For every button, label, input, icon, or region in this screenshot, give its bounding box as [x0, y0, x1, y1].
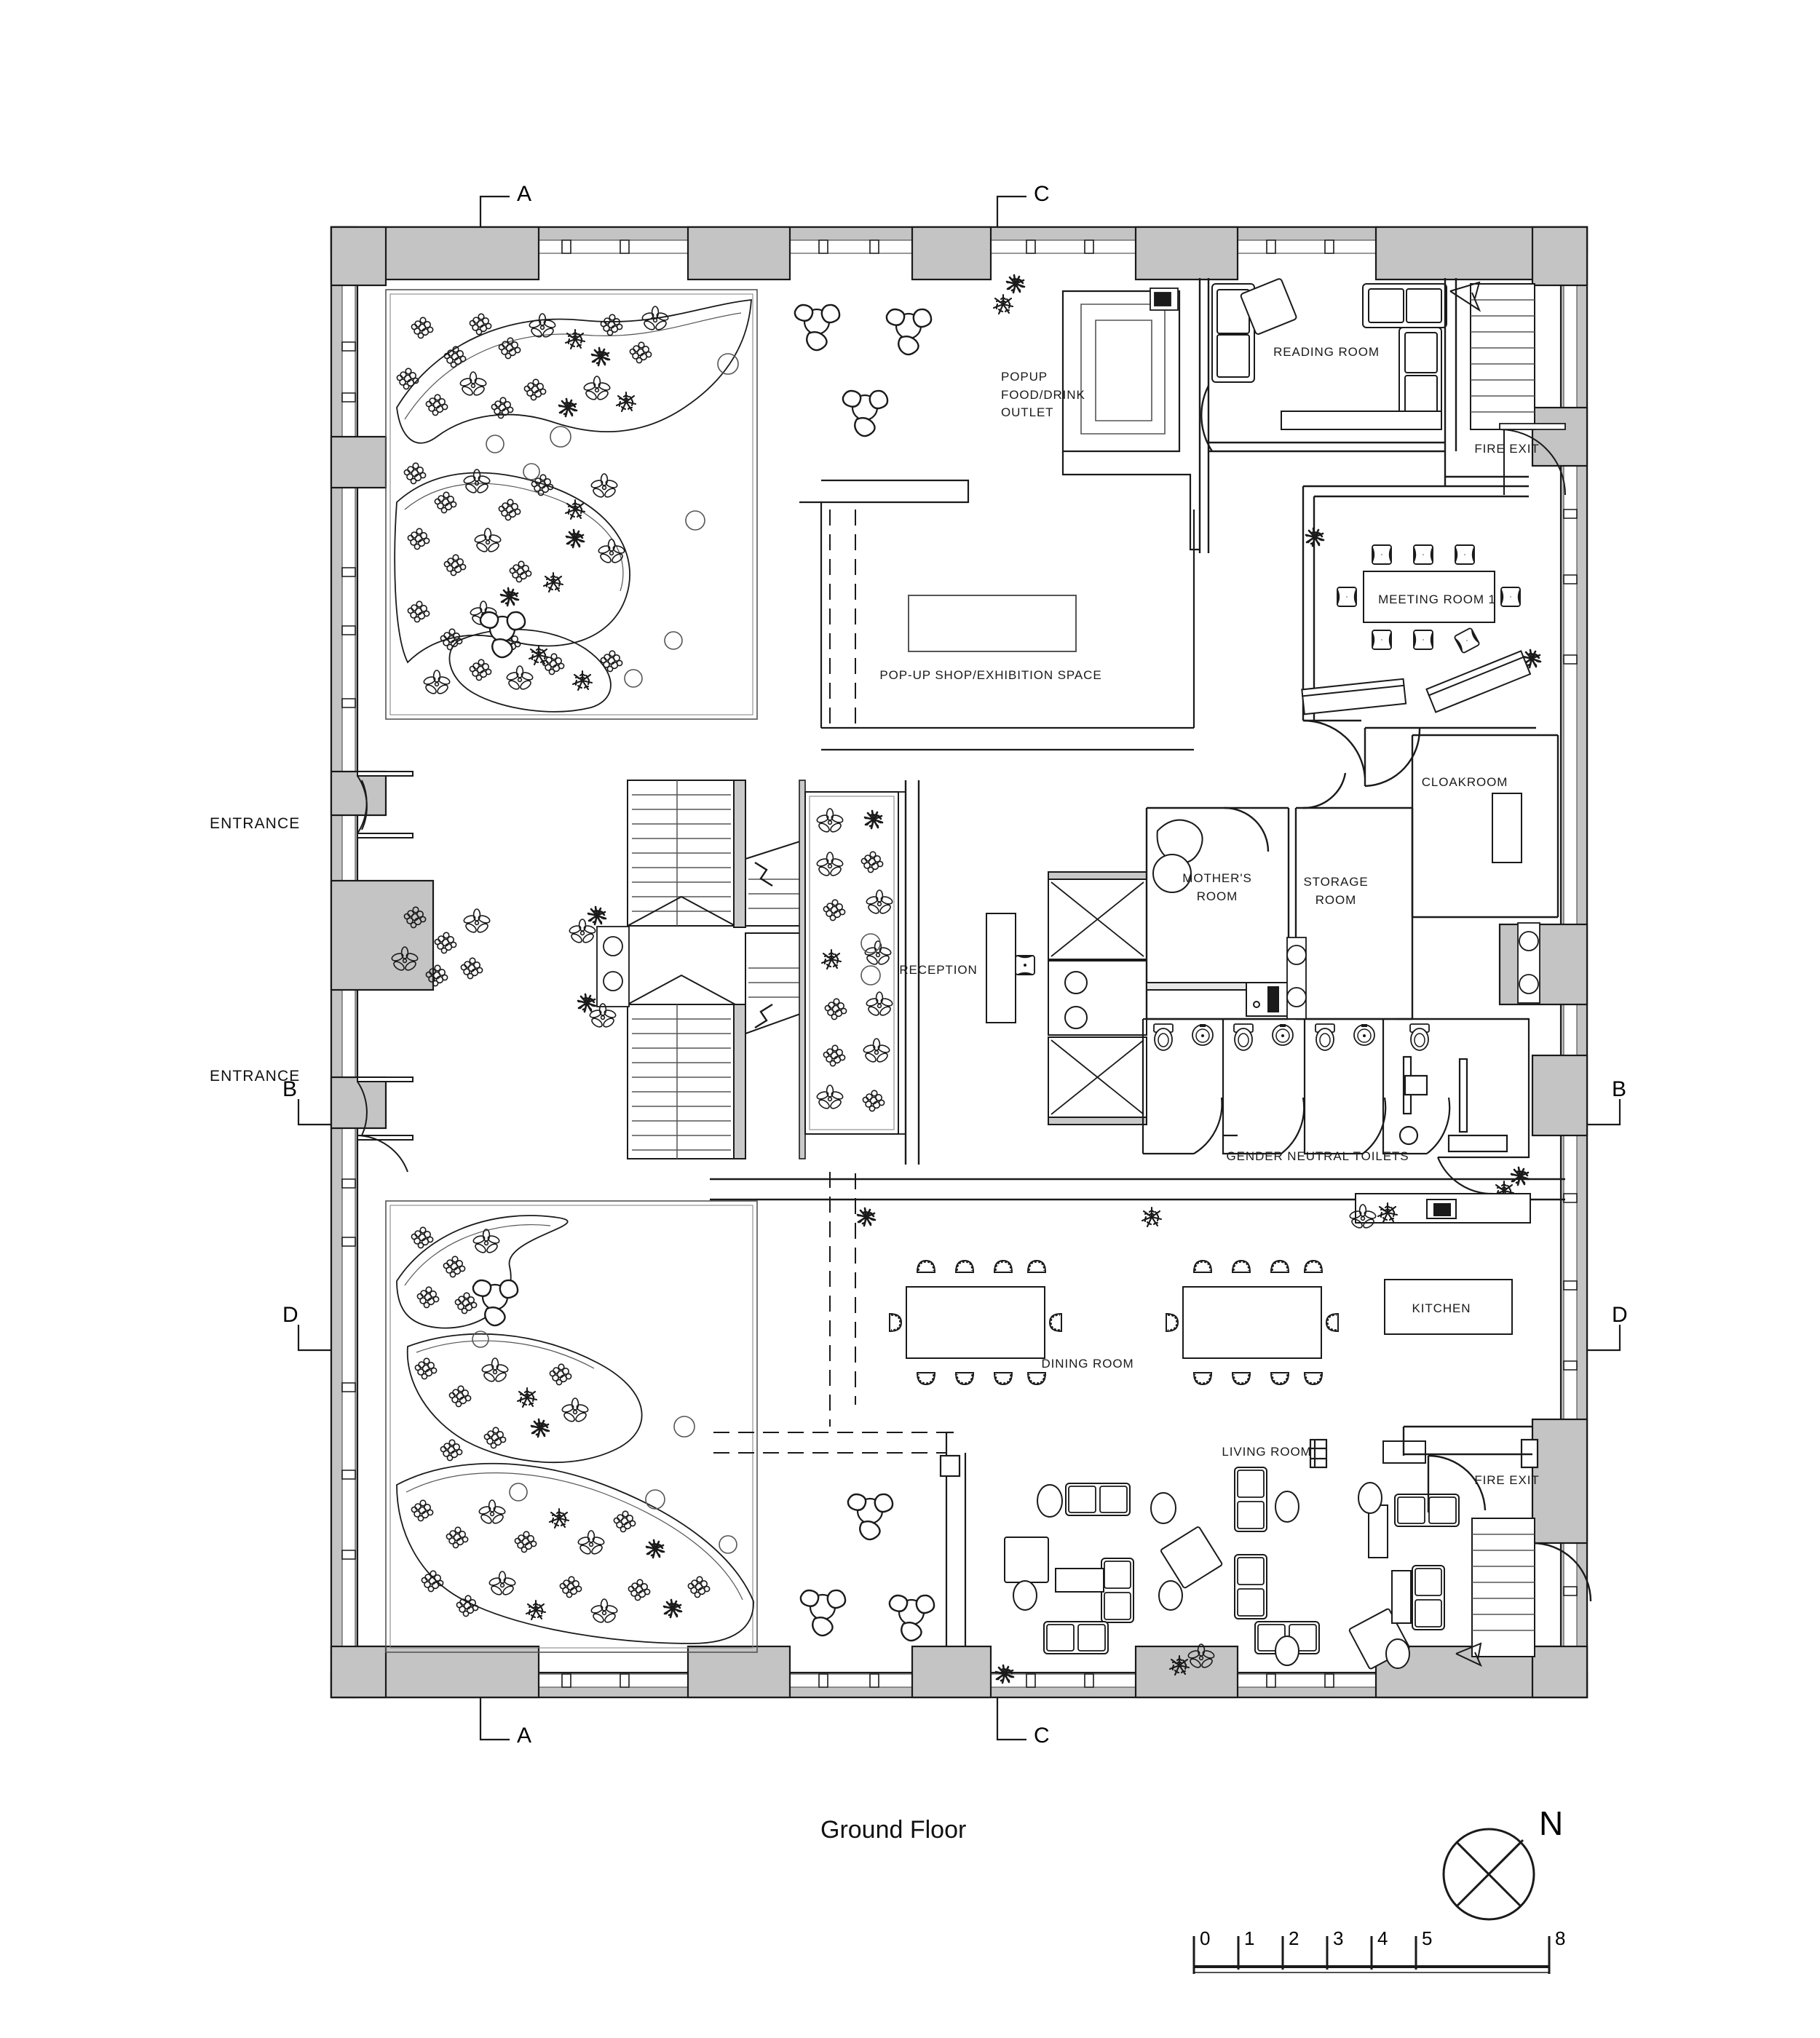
cafe-seating-bottom [799, 1493, 935, 1642]
room-label-reception: RECEPTION [899, 963, 978, 977]
sanitary-fixtures [1153, 1023, 1430, 1051]
scale-tick-5: 5 [1422, 1927, 1433, 1949]
room-label-dining-room: DINING ROOM [1041, 1357, 1134, 1371]
lift-cores [1048, 871, 1147, 1125]
section-marker-d-right: D [1612, 1303, 1628, 1327]
section-marker-b-right: B [1612, 1077, 1627, 1101]
scale-bar [1192, 1936, 1551, 1974]
section-marker-d-left: D [282, 1303, 298, 1327]
scale-tick-1: 1 [1244, 1927, 1255, 1949]
room-label-living-room: LIVING ROOM [1222, 1445, 1312, 1459]
entrance-label-upper: ENTRANCE [210, 815, 301, 832]
drawing-title: Ground Floor [820, 1816, 967, 1844]
room-label-cloakroom: CLOAKROOM [1421, 775, 1508, 789]
north-label: N [1539, 1804, 1564, 1842]
dining-room-furniture [888, 1193, 1531, 1386]
section-marker-b-left: B [282, 1077, 298, 1101]
north-compass [1442, 1828, 1535, 1921]
room-label-fire-exit-bottom: FIRE EXIT [1474, 1473, 1540, 1487]
room-label-fire-exit-top: FIRE EXIT [1474, 442, 1540, 456]
section-marker-c-top: C [1034, 182, 1050, 206]
reading-room-furniture [1211, 278, 1447, 430]
internal-partitions [710, 278, 1566, 1454]
scale-tick-0: 0 [1200, 1927, 1211, 1949]
section-marker-leaders [297, 195, 1621, 1741]
stair-bottom-right [1471, 1518, 1535, 1657]
room-label-pop-up-shop-exhibition-space: POP-UP SHOP/EXHIBITION SPACE [879, 668, 1102, 682]
garden-bed-bottom-left [385, 1200, 758, 1653]
toilet-cubicles [1142, 1018, 1529, 1155]
reception-desk [986, 913, 1036, 1023]
section-marker-a-top: A [517, 182, 532, 206]
section-marker-a-bottom: A [517, 1724, 532, 1748]
scale-tick-2: 2 [1289, 1927, 1299, 1949]
central-stair-core [568, 780, 906, 1159]
room-label-meeting-room-1: MEETING ROOM 1 [1378, 592, 1496, 606]
stair-top-right [1470, 283, 1535, 430]
entrance-doors [357, 771, 414, 1173]
living-room-furniture [856, 1202, 1592, 1684]
scale-tick-4: 4 [1377, 1927, 1388, 1949]
scale-tick-3: 3 [1333, 1927, 1344, 1949]
room-label-popup-food-drink-outlet: POPUP FOOD/DRINK OUTLET [1001, 370, 1085, 420]
section-marker-c-bottom: C [1034, 1724, 1050, 1748]
planting-top-terrace [992, 274, 1026, 315]
room-label-kitchen: KITCHEN [1412, 1301, 1471, 1315]
room-label-gender-neutral-toilets: GENDER NEUTRAL TOILETS [1226, 1149, 1409, 1163]
cafe-seating-top [794, 304, 933, 437]
entrance-label-lower: ENTRANCE [210, 1068, 301, 1085]
scale-tick-8: 8 [1555, 1927, 1566, 1949]
room-label-reading-room: READING ROOM [1273, 345, 1380, 359]
garden-bed-top-left [385, 289, 758, 720]
room-label-mothers-room: MOTHER'S ROOM [1182, 871, 1252, 903]
room-label-storage-room: STORAGE ROOM [1303, 875, 1369, 907]
